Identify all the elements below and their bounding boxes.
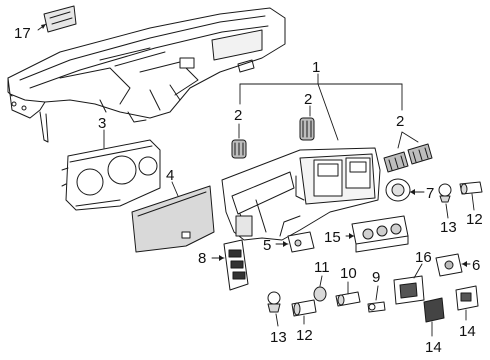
part-14-switch-right: [455, 285, 479, 311]
instrument-panel-carrier: [7, 7, 286, 143]
callout-9: 9: [372, 269, 380, 286]
callout-3: 3: [98, 115, 106, 132]
callout-14a: 14: [425, 339, 442, 356]
part-12-socket-lower: [291, 299, 317, 317]
part-5-switch: [287, 231, 315, 253]
part-13-bulb-lower: [267, 291, 281, 313]
part-14-switch-left: [423, 297, 445, 323]
callout-12a: 12: [466, 211, 483, 228]
part-7-knob: [385, 178, 411, 202]
part-1-instrument-bezel: [221, 147, 381, 241]
part-9-bulb: [367, 301, 386, 313]
callout-14b: 14: [459, 323, 476, 340]
callout-1: 1: [312, 59, 320, 76]
part-2-vent-left: [231, 139, 247, 159]
part-2-vent-center: [299, 117, 315, 141]
callout-10: 10: [340, 265, 357, 282]
part-15-hvac-control: [351, 215, 409, 253]
part-3-cluster-housing: [61, 139, 161, 211]
callout-16: 16: [415, 249, 432, 266]
callout-13a: 13: [440, 219, 457, 236]
callout-13b: 13: [270, 329, 287, 346]
part-17-sensor: [43, 5, 77, 33]
callout-2b: 2: [304, 91, 312, 108]
callout-2a: 2: [234, 107, 242, 124]
arrowheads: [41, 24, 467, 267]
part-2-vent-right-b: [407, 143, 433, 165]
callout-7: 7: [426, 185, 434, 202]
callout-8: 8: [198, 250, 206, 267]
callout-12b: 12: [296, 327, 313, 344]
callout-11: 11: [314, 259, 330, 276]
part-2-vent-right-a: [383, 151, 409, 173]
part-11-cap: [313, 286, 327, 302]
leader-lines: [37, 23, 475, 337]
part-8-switch-panel: [223, 239, 249, 291]
callout-6: 6: [472, 257, 480, 274]
callout-17: 17: [14, 25, 31, 42]
part-12-socket-upper: [459, 181, 483, 195]
callout-4: 4: [166, 167, 174, 184]
callout-labels: 1 2 2 2 3 4 5 6 7 8 9 10 11 12 12 13 13 …: [14, 25, 483, 356]
part-16-switch: [393, 275, 425, 305]
callout-2c: 2: [396, 113, 404, 130]
part-13-bulb-upper: [438, 183, 452, 203]
part-10-socket: [335, 291, 361, 307]
callout-15: 15: [324, 229, 341, 246]
part-6-switch: [435, 253, 463, 277]
part-4-cluster-lens: [131, 185, 215, 253]
callout-5: 5: [263, 237, 271, 254]
